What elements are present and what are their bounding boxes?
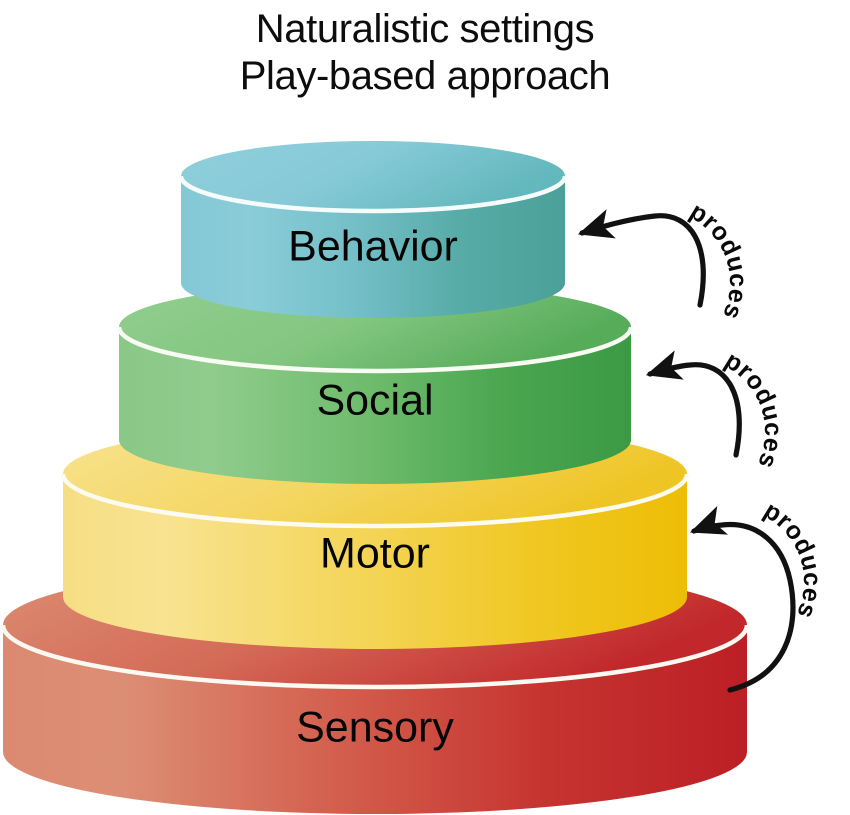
arrow-social-produces-behavior[interactable]: produces bbox=[577, 197, 752, 324]
social-rim-highlight bbox=[116, 326, 634, 374]
arrow-line-3 bbox=[689, 505, 796, 693]
arrow-line-2 bbox=[645, 350, 742, 458]
sensory-rim-highlight bbox=[0, 624, 750, 690]
behavior-cylinder-body bbox=[181, 176, 565, 318]
arrow-label-1: produces bbox=[685, 197, 752, 323]
motor-rim-highlight bbox=[60, 473, 690, 529]
social-label: Social bbox=[316, 376, 433, 424]
arrow-label-2: produces bbox=[720, 346, 787, 472]
arrow-motor-produces-social[interactable]: produces bbox=[645, 346, 787, 473]
behavior-cylinder-top bbox=[181, 141, 565, 211]
behavior-label: Behavior bbox=[288, 222, 458, 270]
behavior-rim-highlight bbox=[178, 175, 568, 214]
layer-behavior[interactable]: Behavior bbox=[178, 141, 568, 318]
motor-label: Motor bbox=[320, 529, 430, 577]
sensory-label: Sensory bbox=[296, 703, 454, 751]
arrow-line-1 bbox=[577, 209, 706, 308]
diagram-title: Naturalistic settings Play-based approac… bbox=[0, 0, 850, 100]
title-line-1: Naturalistic settings bbox=[255, 7, 595, 51]
title-line-2: Play-based approach bbox=[239, 54, 611, 98]
